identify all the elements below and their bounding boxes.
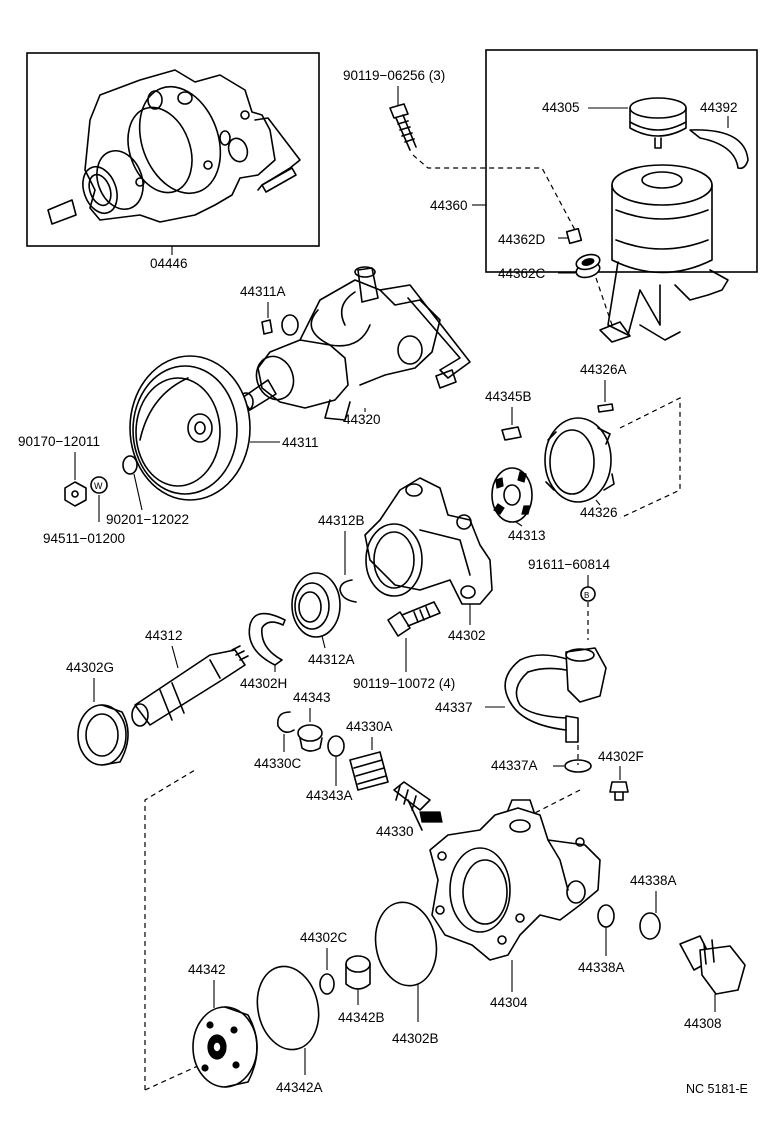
- label-44302C: 44302C: [300, 930, 348, 945]
- label-44362D: 44362D: [498, 232, 546, 247]
- label-44342: 44342: [188, 962, 226, 977]
- label-94511-01200: 94511−01200: [43, 531, 125, 546]
- cam-ring: [544, 417, 615, 503]
- oil-seal: [77, 704, 129, 766]
- pulley: [129, 355, 251, 501]
- bolt-mark: B: [584, 591, 589, 600]
- spring: [349, 751, 389, 791]
- reservoir-cap: [629, 97, 687, 149]
- label-44337A: 44337A: [491, 758, 538, 773]
- front-housing: [364, 477, 493, 605]
- label-44330C: 44330C: [254, 756, 302, 771]
- label-44338A-top: 44338A: [630, 873, 677, 888]
- small-plug: [609, 781, 629, 801]
- o-ring-top: [639, 912, 661, 940]
- label-44338A-bot: 44338A: [578, 960, 625, 975]
- union-plug: [679, 935, 746, 995]
- o-ring-bottom: [597, 904, 615, 928]
- plug-44342B: [345, 955, 371, 990]
- label-44305: 44305: [542, 100, 580, 115]
- label-90201-12022: 90201−12022: [106, 512, 189, 527]
- reservoir-box: [485, 49, 758, 273]
- lock-washer: [90, 476, 108, 494]
- gasket-kit-box: [26, 52, 320, 247]
- flat-washer: [122, 455, 138, 475]
- label-44302G: 44302G: [66, 660, 114, 675]
- label-44302B: 44302B: [392, 1031, 439, 1046]
- plug-44343: [297, 724, 323, 752]
- grommet-small: [565, 227, 583, 245]
- rear-housing: [429, 799, 601, 961]
- label-44302: 44302: [448, 628, 486, 643]
- label-44360: 44360: [430, 198, 468, 213]
- label-44345B: 44345B: [485, 389, 532, 404]
- label-90119-06256: 90119−06256 (3): [343, 68, 445, 83]
- label-90119-10072: 90119−10072 (4): [353, 676, 455, 691]
- gasket-44342A: [256, 965, 320, 1051]
- gasket-44302B: [374, 901, 438, 987]
- bearing: [291, 572, 341, 638]
- label-44362C: 44362C: [498, 266, 546, 281]
- flow-control-valve: [393, 781, 443, 831]
- rotor: [491, 467, 533, 523]
- label-44342A: 44342A: [276, 1080, 323, 1095]
- label-44337: 44337: [435, 700, 473, 715]
- pressure-plate: [192, 1006, 258, 1088]
- label-44320: 44320: [343, 412, 381, 427]
- label-44343: 44343: [293, 690, 331, 705]
- label-44312: 44312: [145, 628, 183, 643]
- label-44311A: 44311A: [240, 284, 286, 299]
- hose-o-ring: [564, 759, 592, 773]
- snap-ring-b: [339, 579, 357, 603]
- pulley-nut: [64, 481, 87, 507]
- label-44330: 44330: [376, 824, 414, 839]
- label-44308: 44308: [684, 1016, 722, 1031]
- label-44343A: 44343A: [306, 788, 353, 803]
- key-44311A: [261, 319, 273, 335]
- label-90170-12011: 90170−12011: [18, 434, 100, 449]
- label-44326: 44326: [580, 505, 618, 520]
- cap-gasket: [689, 129, 749, 170]
- shaft: [131, 645, 249, 727]
- label-44302H: 44302H: [240, 676, 287, 691]
- label-44312B: 44312B: [318, 513, 365, 528]
- o-ring-44343A: [327, 735, 345, 757]
- snap-ring-h: [248, 612, 286, 666]
- label-44302F: 44302F: [598, 749, 644, 764]
- pressure-hose: [504, 647, 607, 743]
- cam-pin: [597, 403, 614, 413]
- label-44330A: 44330A: [346, 719, 393, 734]
- washer-mark: W: [94, 481, 103, 491]
- label-44312A: 44312A: [308, 652, 355, 667]
- label-04446: 04446: [150, 256, 188, 271]
- label-44313: 44313: [508, 528, 546, 543]
- union-bolt: [580, 586, 596, 602]
- label-44311: 44311: [282, 435, 319, 450]
- o-ring-44302C: [319, 973, 335, 995]
- reservoir-tank: [599, 164, 729, 343]
- housing-bolt: [387, 601, 441, 637]
- label-44326A: 44326A: [580, 362, 627, 377]
- diagram-reference-code: NC 5181-E: [686, 1082, 748, 1096]
- snap-ring-c: [276, 711, 295, 734]
- label-91611-60814: 91611−60814: [528, 557, 610, 572]
- vane-plate-key: [501, 426, 522, 441]
- pump-assembly: [238, 266, 471, 421]
- reservoir-bolt: [389, 103, 417, 151]
- label-44392: 44392: [700, 100, 738, 115]
- grommet-ring: [575, 253, 601, 279]
- label-44342B: 44342B: [338, 1010, 385, 1025]
- label-44304: 44304: [490, 995, 528, 1010]
